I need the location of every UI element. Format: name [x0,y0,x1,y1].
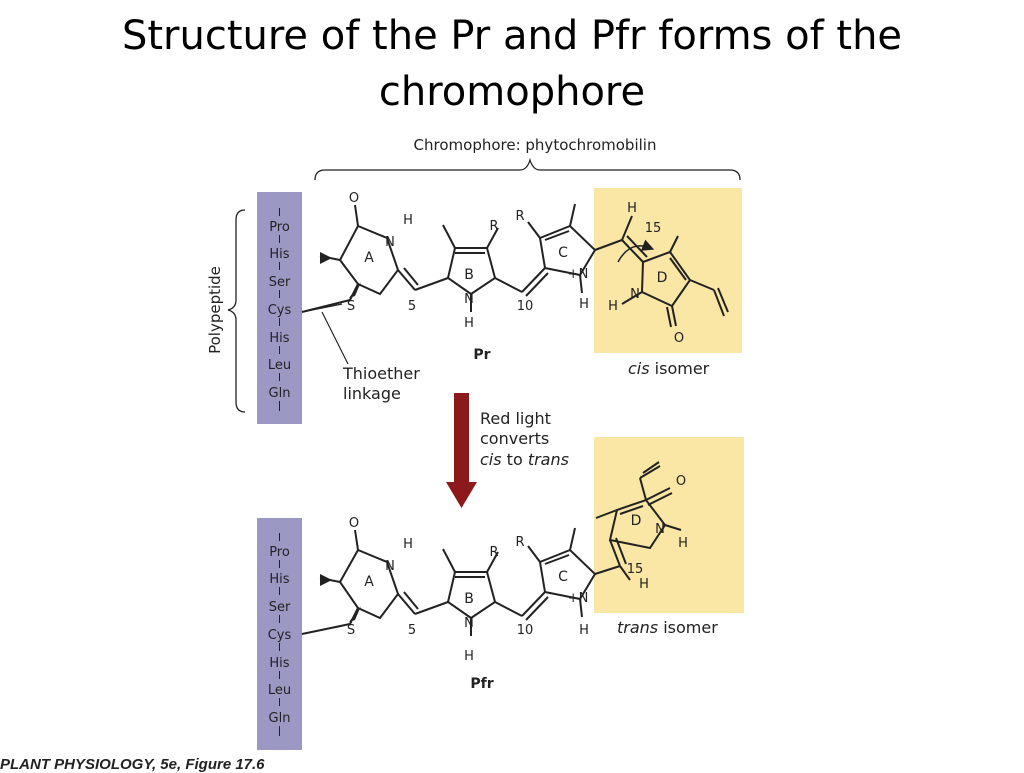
svg-text:15: 15 [627,562,644,577]
trans-isomer-label: trans isomer [617,618,718,637]
residue-label: His [269,247,289,262]
thioether-label-line1: Thioether [342,364,420,383]
peptide-sequence-pfr: Pro His Ser Cys His Leu Gln [268,533,292,736]
trans-highlight-box [594,437,744,613]
red-light-arrow [446,393,477,508]
svg-text:S: S [347,623,355,638]
residue-label: Leu [268,358,291,373]
svg-text:N: N [630,287,640,302]
svg-text:B: B [464,267,474,283]
svg-text:N: N [385,235,395,250]
pfr-label: Pfr [470,676,493,692]
residue-label: Ser [269,600,291,615]
pfr-atom-labels: O N H S A 5 B N H R 10 R C +N H D N H O … [347,474,688,664]
svg-text:H: H [639,577,649,592]
svg-text:R: R [515,209,524,224]
peptide-sequence-pr: Pro His Ser Cys His Leu Gln [268,208,292,411]
svg-text:+N: +N [568,267,589,282]
residue-label: Gln [269,386,291,401]
svg-text:O: O [349,191,359,206]
svg-text:A: A [364,250,374,266]
svg-text:R: R [489,545,498,560]
svg-text:H: H [464,316,474,331]
svg-text:H: H [608,299,618,314]
svg-text:H: H [678,536,688,551]
svg-text:H: H [627,201,637,216]
svg-text:5: 5 [408,299,416,314]
residue-label: His [269,331,289,346]
residue-label: Ser [269,275,291,290]
svg-text:10: 10 [517,623,534,638]
arrow-label-line3: cis to trans [480,450,569,469]
slide-title: Structure of the Pr and Pfr forms of the… [121,13,903,115]
thioether-pointer [321,311,349,365]
residue-label: Cys [268,628,292,643]
svg-text:N: N [464,292,474,307]
svg-text:C: C [558,569,568,585]
pr-atom-labels: O N H S A 5 B N H R 10 R C +N H H 15 D N… [347,191,684,346]
svg-text:R: R [489,219,498,234]
residue-label: Pro [269,220,290,235]
residue-label: His [269,572,289,587]
peptide-bar-pfr [257,518,302,750]
pfr-structure [301,461,682,636]
chromophore-label: Chromophore: phytochromobilin [414,136,657,154]
svg-text:D: D [657,270,668,286]
residue-label: Cys [268,303,292,318]
svg-text:+N: +N [568,591,589,606]
svg-text:R: R [515,535,524,550]
pr-label: Pr [473,347,490,363]
residue-label: Leu [268,683,291,698]
svg-text:H: H [403,213,413,228]
chromophore-brace [314,157,741,181]
svg-text:D: D [631,513,642,529]
svg-text:N: N [385,559,395,574]
residue-label: Pro [269,545,290,560]
svg-text:A: A [364,574,374,590]
svg-text:O: O [676,474,686,489]
figure-credit: PLANT PHYSIOLOGY, 5e, Figure 17.6 [0,756,265,773]
arrow-label-line2: converts [480,429,549,448]
svg-text:B: B [464,591,474,607]
svg-text:H: H [579,297,589,312]
polypeptide-brace [227,209,246,413]
cis-isomer-label: cis isomer [628,359,710,378]
svg-text:H: H [403,537,413,552]
svg-text:O: O [349,516,359,531]
pr-structure [301,203,729,328]
residue-label: Gln [269,711,291,726]
svg-text:O: O [674,331,684,346]
polypeptide-label: Polypeptide [206,266,224,354]
svg-text:S: S [347,299,355,314]
svg-text:C: C [558,245,568,261]
svg-text:H: H [464,649,474,664]
residue-label: His [269,656,289,671]
svg-text:H: H [579,623,589,638]
thioether-label-line2: linkage [343,384,401,403]
svg-text:10: 10 [517,299,534,314]
svg-text:15: 15 [645,221,662,236]
arrow-label-line1: Red light [480,409,551,428]
peptide-bar-pr [257,192,302,424]
svg-text:5: 5 [408,623,416,638]
svg-text:N: N [655,522,665,537]
cis-highlight-box [594,188,742,353]
svg-text:N: N [464,616,474,631]
